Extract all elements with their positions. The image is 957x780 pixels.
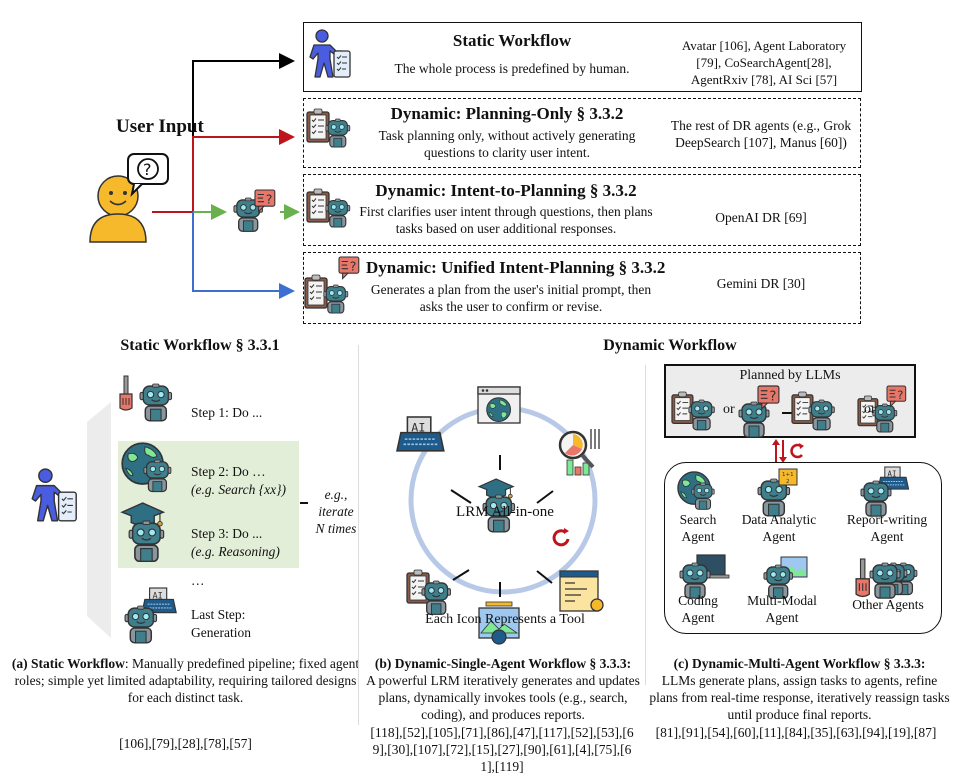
iterate-note-line: iterate [318,504,354,519]
panel-divider [645,365,646,685]
card-references: OpenAI DR [69] [715,210,807,225]
svg-text:2: 2 [786,479,790,485]
typewriter-robot-icon [124,587,177,644]
caption-multi-agent-text: LLMs generate plans, assign tasks to age… [649,673,950,722]
step-3-example: (e.g. Reasoning) [191,544,280,559]
globe-robot-icon [121,442,172,493]
caption-static-text: : Manually predefined pipeline; fixed ag… [14,656,360,705]
planner-box: Planned by LLMs or or [664,364,916,438]
clarifying-robot-icon [233,189,276,232]
tool-footer: Each Icon Represents a Tool [425,612,585,627]
card-description: The whole process is predefined by human… [394,61,630,76]
svg-text:1+1: 1+1 [782,472,794,478]
user-input-label: User Input [116,116,204,137]
clipboard-robot-icon [791,391,835,431]
step-2-example: (e.g. Search {xx}) [191,482,287,497]
iterate-connector [300,502,308,504]
caption-static-title: (a) Static Workflow [11,656,125,671]
image-robot-icon [763,556,808,599]
caption-single-agent-text: A powerful LRM iteratively generates and… [366,673,640,722]
code-editor-icon [559,570,604,612]
card-title: Static Workflow [452,31,572,50]
question-mark: ? [143,160,152,179]
step-3-label: Step 3: Do ... [191,526,263,541]
clipboard-robot-question-icon [304,256,360,314]
caption-multi-agent: (c) Dynamic-Multi-Agent Workflow § 3.3.3… [648,655,951,723]
panel-divider [358,345,359,725]
user-input-arrows [152,53,300,299]
lrm-label: LRM All-in-one [456,504,554,520]
references-static: [106],[79],[28],[78],[57] [119,736,252,751]
agent-label-multi-modal: Multi-Modal Agent [747,593,817,625]
user-avatar-icon: ? [89,153,169,243]
card-title: Dynamic: Planning-Only § 3.3.2 [390,104,624,123]
references-multi-agent: [81],[91],[54],[60],[11],[84],[35],[63],… [655,725,937,740]
group-robot-icon [855,558,918,599]
dynamic-heading: Dynamic Workflow [603,337,737,354]
clipboard-robot-icon [306,108,351,148]
workflow-card-static: Static Workflow The whole process is pre… [303,22,862,92]
last-step-detail: Generation [191,625,251,640]
caption-static: (a) Static Workflow: Manually predefined… [8,655,363,706]
refresh-icon [790,443,803,459]
caption-single-agent-title: (b) Dynamic-Single-Agent Workflow § 3.3.… [374,656,632,671]
step-ellipsis: … [191,573,205,588]
caption-single-agent: (b) Dynamic-Single-Agent Workflow § 3.3.… [362,655,644,723]
agent-label-other: Other Agents [852,597,924,612]
iterate-note-line: N times [315,521,357,536]
or-label: or [723,402,735,417]
card-references: Avatar [106], Agent Laboratory [79], CoS… [681,38,847,87]
agent-label-search: Search Agent [679,512,717,544]
single-agent-diagram [396,386,604,645]
tool-connectors [450,455,554,597]
card-references: Gemini DR [30] [716,276,806,291]
workflow-card-intent-to-planning: Dynamic: Intent-to-Planning § 3.3.2 Firs… [303,174,861,246]
step-2-label: Step 2: Do … [191,464,266,479]
agent-label-coding: Coding Agent [678,593,718,625]
references-single-agent: [118],[52],[105],[71],[86],[47],[117],[5… [370,725,634,774]
browser-globe-icon [477,386,521,424]
pipeline-band [87,402,111,638]
graduate-robot-icon [121,502,165,563]
card-title: Dynamic: Intent-to-Planning § 3.3.2 [375,181,637,200]
arrow-unified [192,212,295,299]
agent-label-report-writing: Report-writing Agent [846,512,928,544]
caption-multi-agent-title: (c) Dynamic-Multi-Agent Workflow § 3.3.3… [673,656,926,671]
screwdriver-robot-icon [119,375,173,422]
planning-robot-icon [406,569,452,615]
workflow-card-unified-intent-planning: Dynamic: Unified Intent-Planning § 3.3.2… [303,252,861,324]
arrow-planning-only [152,129,295,213]
planner-title: Planned by LLMs [739,368,841,383]
card-description: Generates a plan from the user's initial… [370,282,652,314]
card-references: The rest of DR agents (e.g., Grok DeepSe… [670,118,852,150]
static-panel-heading: Static Workflow § 3.3.1 [120,337,280,354]
clipboard-robot-icon [671,391,715,431]
clipboard-robot-icon [306,188,351,228]
step-1-label: Step 1: Do ... [191,405,263,420]
math-robot-icon: 1+12 [757,468,798,517]
analytics-magnifier-icon [558,429,600,476]
clarifying-robot-icon [738,385,780,438]
iterate-note-line: e.g., [324,487,348,502]
globe-robot-icon [677,471,715,510]
human-planner-icon [31,468,77,522]
workflow-card-planning-only: Dynamic: Planning-Only § 3.3.2 Task plan… [303,98,861,168]
human-planner-icon [309,29,351,78]
plan-feedback-arrows [772,439,804,463]
laptop-robot-icon [679,554,730,599]
or-label: or [864,402,876,417]
typewriter-robot-icon [860,466,910,517]
card-description: First clarifies user intent through ques… [359,204,653,236]
agent-label-data-analytic: Data Analytic Agent [741,512,817,544]
planner-options [671,385,907,438]
card-title: Dynamic: Unified Intent-Planning § 3.3.2 [366,258,666,277]
typewriter-icon [396,416,445,452]
iterate-note: e.g., iterate N times [310,486,362,537]
last-step-label: Last Step: [191,607,246,622]
card-description: Task planning only, without actively gen… [378,128,636,160]
refresh-icon [552,529,570,547]
image-edit-icon [478,601,520,645]
